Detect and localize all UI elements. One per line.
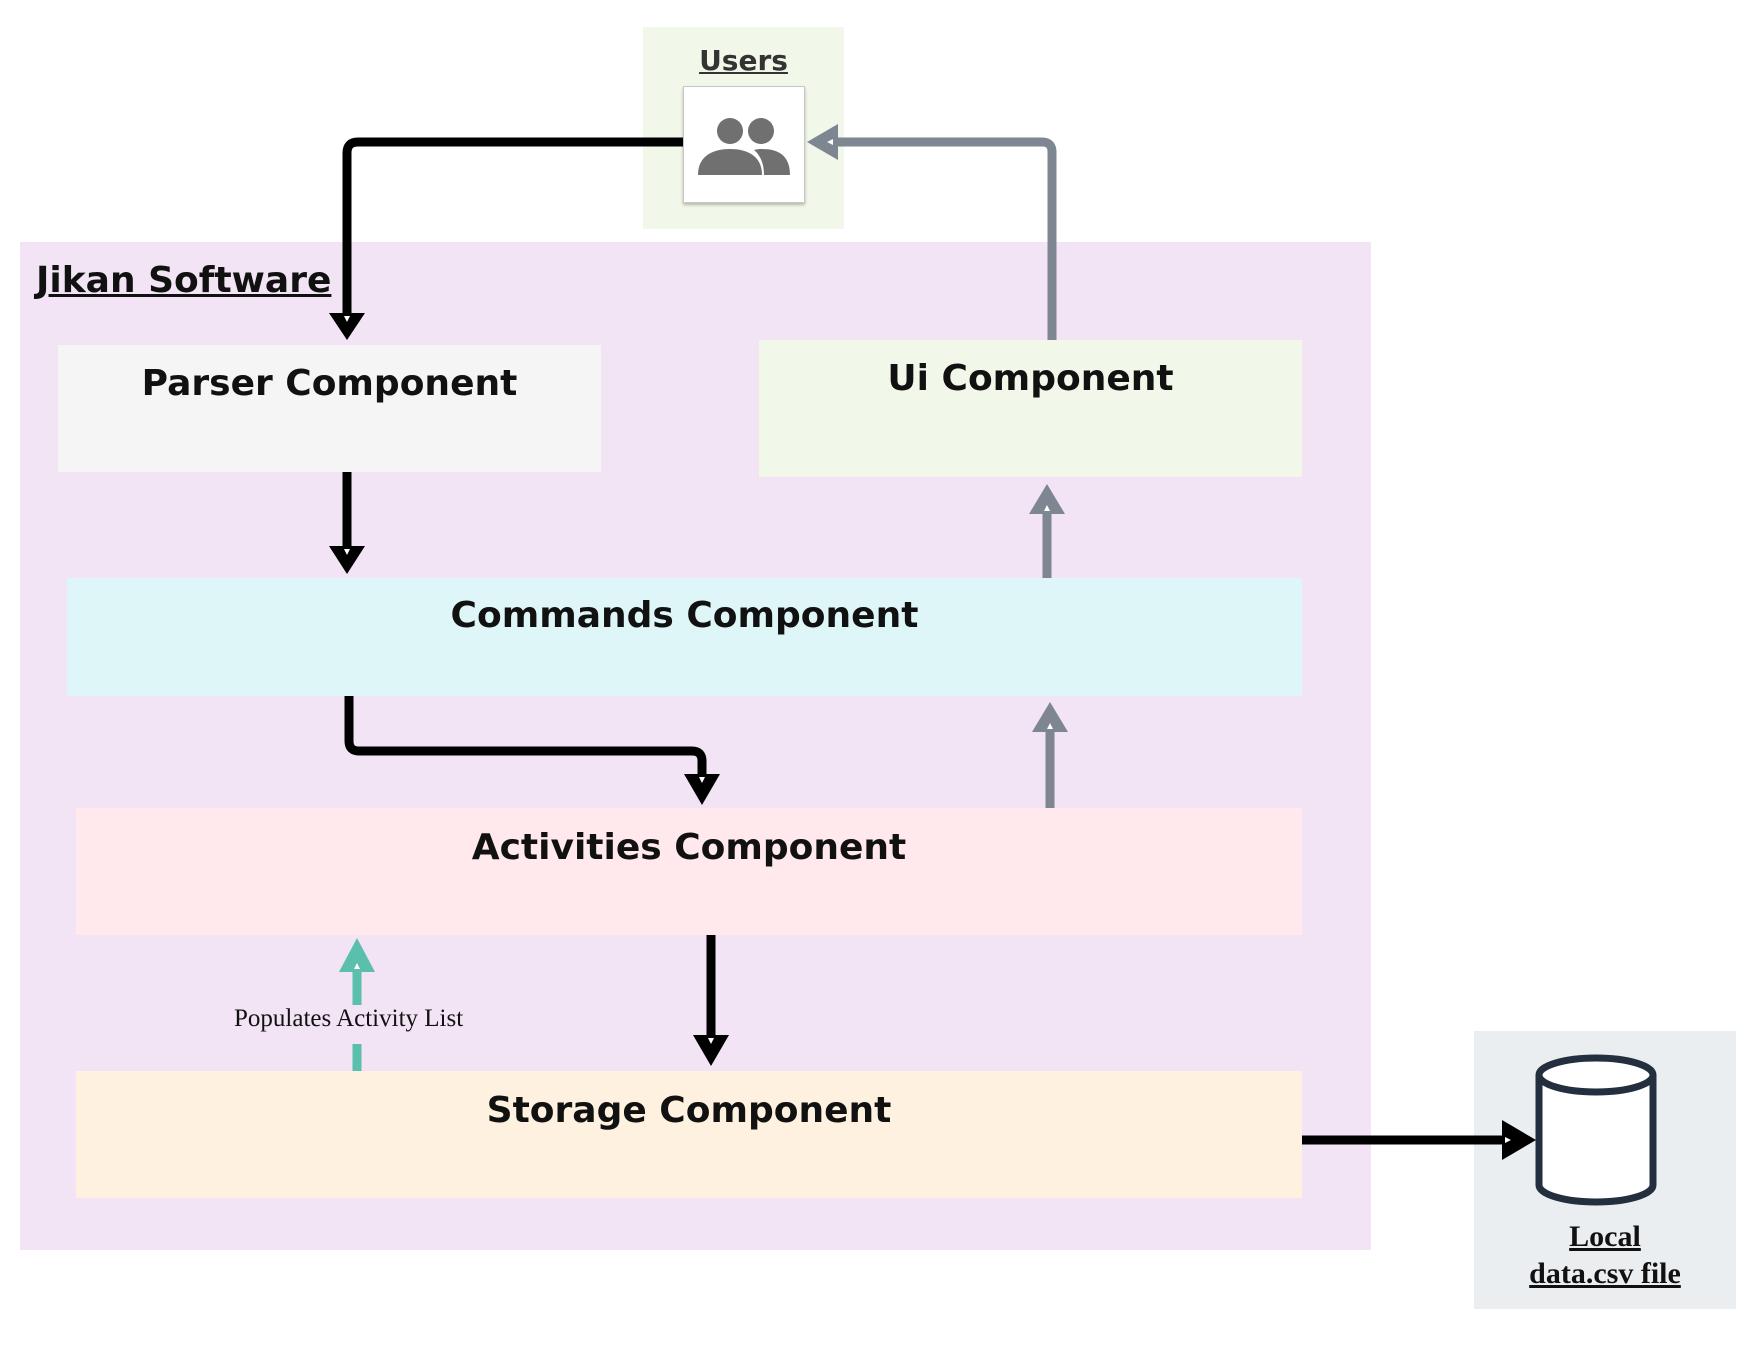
ui-component [759, 340, 1302, 477]
users-title: Users [699, 44, 788, 77]
storage-component-label: Storage Component [486, 1090, 892, 1131]
local-file-label-line1: Local [1569, 1220, 1641, 1253]
parser-component [58, 345, 601, 472]
parser-component-label: Parser Component [141, 363, 518, 404]
local-file-label-line2: data.csv file [1529, 1257, 1681, 1290]
activities-component [76, 808, 1302, 935]
users-group-icon [698, 118, 790, 175]
storage-component [76, 1071, 1302, 1198]
arrow-commands-to-activities [344, 696, 707, 774]
edge-label-populates: Populates Activity List [232, 1005, 466, 1033]
arrow-head-commands-to-ui [1029, 484, 1065, 514]
arrow-head-activities-to-storage [693, 1035, 729, 1066]
commands-component [67, 578, 1302, 696]
arrow-ui-to-users [838, 137, 1057, 340]
arrow-head-commands-to-activities [684, 774, 720, 805]
arrow-head-ui-to-users [807, 124, 838, 160]
arrow-head-parser-to-commands [329, 546, 365, 574]
users-icon-card [683, 86, 805, 203]
arrow-users-to-parser [342, 137, 683, 313]
jikan-software-title: Jikan Software [36, 260, 332, 301]
arrow-head-users-to-parser [329, 313, 365, 340]
activities-component-label: Activities Component [471, 827, 907, 868]
commands-component-label: Commands Component [450, 595, 919, 636]
arrow-head-storage-to-activities [339, 938, 375, 972]
arrow-head-storage-to-file [1502, 1120, 1536, 1160]
ui-component-label: Ui Component [887, 358, 1174, 399]
database-cylinder-icon [1535, 1054, 1657, 1206]
arrow-head-activities-to-commands [1032, 702, 1068, 732]
